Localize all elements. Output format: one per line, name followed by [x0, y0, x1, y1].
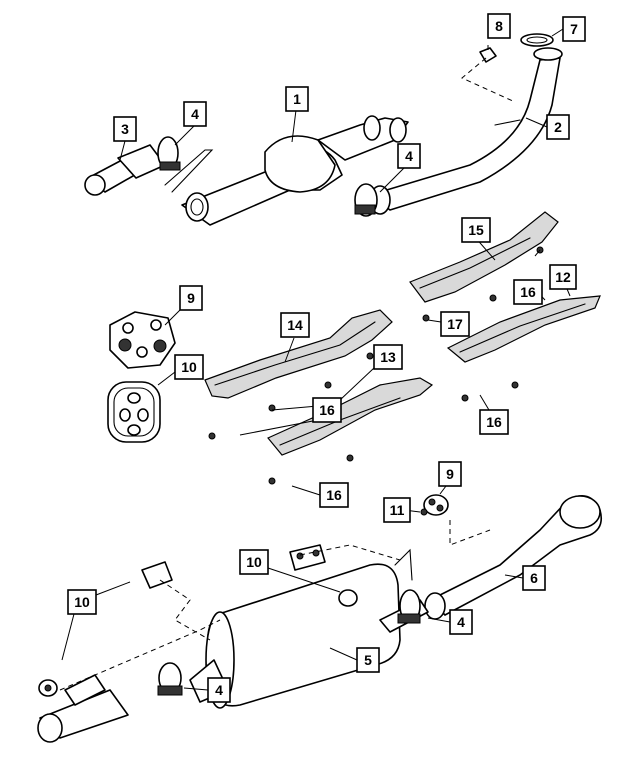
clamp-upper-left	[157, 136, 214, 193]
callout-5: 5	[356, 647, 380, 673]
clamp-upper-mid	[354, 183, 378, 217]
callout-8: 8	[487, 13, 511, 39]
callout-16-label: 16	[319, 402, 335, 418]
callout-10-mid: 10	[239, 549, 269, 575]
callout-4-label: 4	[457, 614, 465, 630]
heat-shield-underbody	[267, 377, 434, 456]
callout-7-label: 7	[570, 21, 578, 37]
hanger-rear-left	[38, 679, 58, 697]
flange-nut	[479, 47, 497, 63]
callout-9-label: 9	[187, 290, 195, 306]
tailpipe	[424, 494, 603, 620]
hanger-bracket-muffler	[338, 589, 358, 607]
callout-1-label: 1	[293, 91, 301, 107]
catalytic-converter	[181, 115, 409, 226]
callout-2-label: 2	[554, 119, 562, 135]
hanger-isolator-right	[423, 494, 449, 516]
callout-3: 3	[113, 116, 137, 142]
callout-9-right: 9	[438, 461, 462, 487]
callout-9-left: 9	[179, 285, 203, 311]
clamp-lower-right	[397, 589, 421, 624]
callout-7: 7	[562, 16, 586, 42]
callout-13: 13	[373, 344, 403, 370]
callout-4-label: 4	[215, 682, 223, 698]
callout-16-label: 16	[520, 284, 536, 300]
callout-4-lower-left: 4	[207, 677, 231, 703]
callout-12: 12	[549, 264, 577, 290]
callout-16-mid: 16	[312, 397, 342, 423]
dash-leader-3	[299, 544, 401, 561]
callout-10-label: 10	[74, 594, 90, 610]
callout-10-label: 10	[246, 554, 262, 570]
rubber-isolator-left	[107, 381, 161, 443]
callout-5-label: 5	[364, 652, 372, 668]
mounting-bolts	[208, 246, 544, 485]
hanger-bolt	[420, 508, 428, 516]
hanger-isolator-plate	[109, 311, 176, 369]
callout-14: 14	[280, 312, 310, 338]
callout-10-label: 10	[181, 359, 197, 375]
callout-10-left: 10	[174, 354, 204, 380]
callout-11: 11	[383, 497, 411, 523]
callout-17-label: 17	[447, 316, 463, 332]
callout-6-label: 6	[530, 570, 538, 586]
callout-16-label: 16	[486, 414, 502, 430]
callout-3-label: 3	[121, 121, 129, 137]
callout-12-label: 12	[555, 269, 571, 285]
rubber-isolator-lower-mid	[289, 544, 326, 571]
callout-9-label: 9	[446, 466, 454, 482]
nut-dash-leader	[461, 57, 516, 103]
callout-16-lower: 16	[319, 482, 349, 508]
callout-11-label: 11	[390, 502, 405, 518]
heat-shield-front	[204, 309, 393, 399]
callout-16-right-upper: 16	[513, 279, 543, 305]
callout-4-label: 4	[405, 148, 413, 164]
exhaust-pipe-stub	[84, 144, 166, 196]
callout-4-lower-right: 4	[449, 609, 473, 635]
callout-15: 15	[461, 217, 491, 243]
callout-4-label: 4	[191, 106, 199, 122]
callout-15-label: 15	[468, 222, 484, 238]
clamp-lower-left	[157, 662, 183, 696]
rear-pipe-left	[37, 674, 129, 743]
callout-17: 17	[440, 311, 470, 337]
callout-4-upper-left: 4	[183, 101, 207, 127]
dash-leader-4	[449, 520, 491, 546]
callout-16-right-lower: 16	[479, 409, 509, 435]
callout-13-label: 13	[380, 349, 396, 365]
rubber-isolator-lower-left	[141, 561, 173, 589]
callout-8-label: 8	[495, 18, 503, 34]
callout-10-lower-left: 10	[67, 589, 97, 615]
heat-shield-right-upper	[409, 211, 559, 303]
dash-leader-1	[159, 579, 211, 641]
callout-6: 6	[522, 565, 546, 591]
flange-gasket	[520, 33, 554, 47]
callout-14-label: 14	[287, 317, 303, 333]
callout-1: 1	[285, 86, 309, 112]
callout-4-upper-mid: 4	[397, 143, 421, 169]
callout-16-label: 16	[326, 487, 342, 503]
heat-shield-right-lower	[446, 295, 601, 363]
callout-2: 2	[546, 114, 570, 140]
